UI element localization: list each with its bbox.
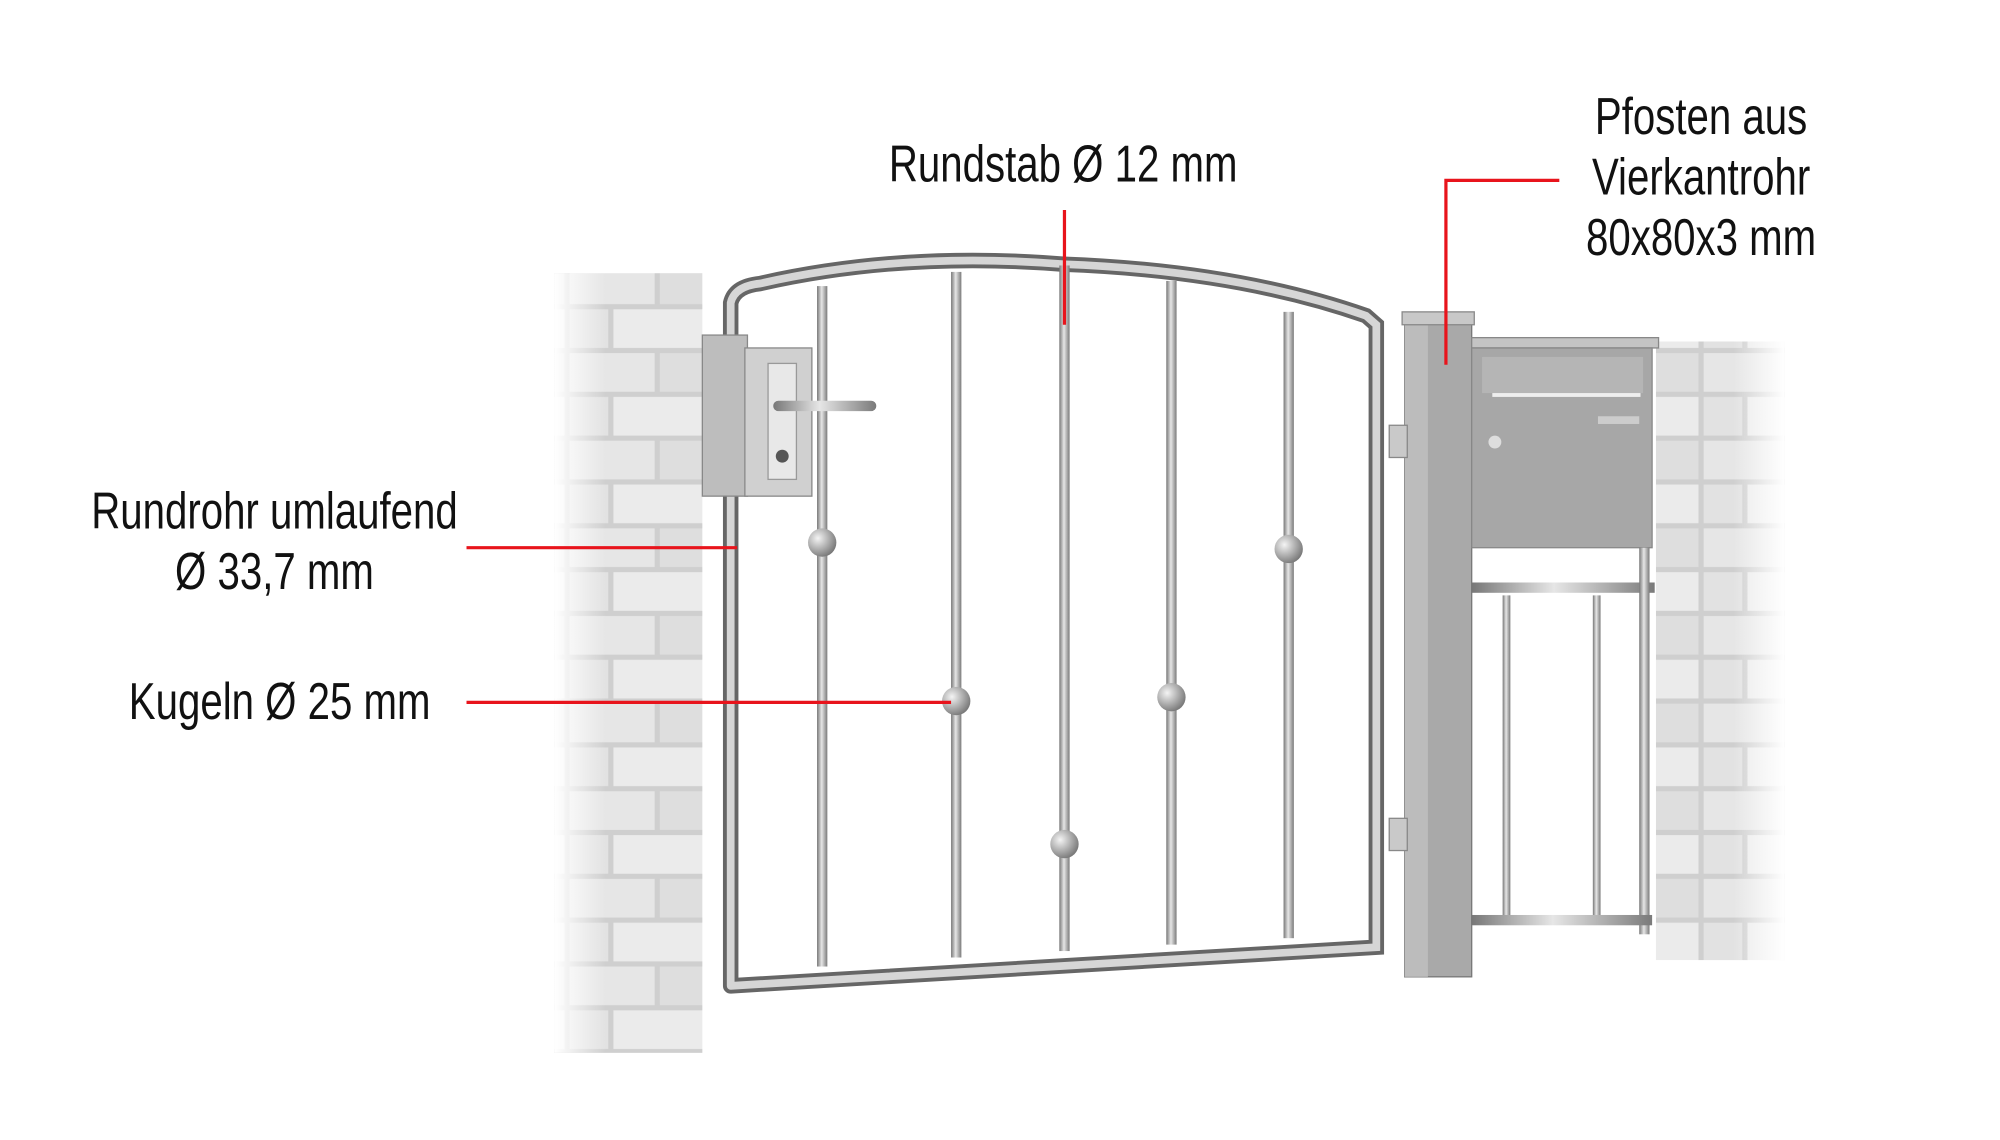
label-pfosten-line1: Pfosten aus — [1594, 88, 1808, 146]
square-post — [1388, 311, 1475, 978]
left-brick-pillar — [554, 273, 703, 1053]
label-rundrohr: Rundrohr umlaufend Ø 33,7 mm — [17, 482, 532, 603]
gate-frame — [722, 252, 1385, 994]
label-kugeln: Kugeln Ø 25 mm — [48, 673, 512, 734]
label-pfosten: Pfosten aus Vierkantrohr 80x80x3 mm — [1508, 88, 1895, 270]
mailbox — [1471, 336, 1660, 935]
label-pfosten-line3: 80x80x3 mm — [1585, 210, 1817, 267]
label-rundrohr-line1: Rundrohr umlaufend — [91, 483, 458, 540]
lock-box — [701, 334, 877, 497]
right-brick-pillar — [1655, 341, 1785, 961]
callout-lines — [466, 178, 1560, 704]
label-kugeln-text: Kugeln Ø 25 mm — [128, 673, 431, 731]
label-pfosten-line2: Vierkantrohr — [1591, 149, 1811, 207]
balls — [808, 528, 1303, 859]
label-rundstab: Rundstab Ø 12 mm — [805, 135, 1320, 196]
label-rundstab-text: Rundstab Ø 12 mm — [888, 136, 1238, 194]
label-rundrohr-line2: Ø 33,7 mm — [175, 543, 374, 601]
vertical-bars — [817, 265, 1294, 967]
